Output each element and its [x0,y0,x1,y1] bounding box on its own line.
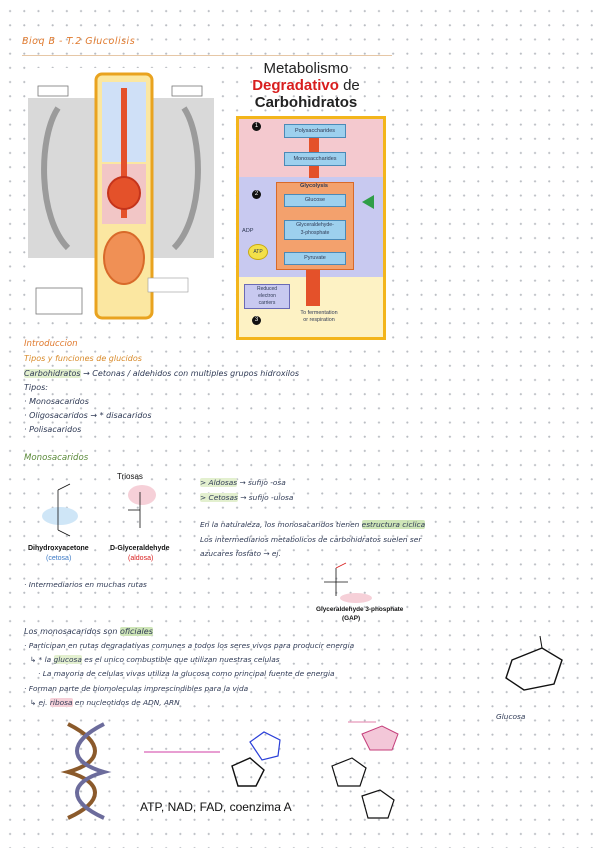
oficiales-line-5: ↳ ej. ribosa en nucleotidos de ADN, ARN [30,698,180,707]
nature-text: En la naturaleza, los monosacaridos tien… [200,520,360,529]
arrow-down-1 [309,138,319,152]
bottom-caption: ATP, NAD, FAD, coenzima A [140,800,292,814]
reduced-line-3: carriers [258,300,276,306]
label-adp: ADP [242,228,254,234]
page-title: Bioq B - T.2 Glucolisis [22,36,136,47]
intermediates-line: Los intermediarios metabolicos de carboh… [200,535,422,544]
fermentation-line-2: or respiration [303,317,335,323]
aldosas-suffix: → sufijo -osa [239,478,286,487]
green-arrow-icon [362,195,374,209]
arrow-down-to-fermentation [306,270,320,306]
header-divider [22,55,392,56]
label-glycolysis: Glycolysis [300,183,328,189]
carbohidratos-term: Carbohidratos [24,369,81,378]
reduced-line-2: electron [258,293,276,299]
cetosas-suffix: → sufijo -ulosa [240,493,294,502]
coenzyme-structure [331,721,399,819]
oligosacaridos-term: · Oligosacaridos [24,411,88,420]
box-monosaccharides: Monosaccharides [284,152,346,166]
oficiales-line-3: · La mayoria de celulas vivas utiliza la… [38,669,335,678]
dhap-note: (cetosa) [46,555,72,562]
oficiales-title-text: Los monosacaridos son [24,627,118,636]
glucose-ring-structure [505,635,563,691]
dhap-name: Dihydroxyacetone [28,545,89,552]
aldosas-line: > Aldosas → sufijo -osa [200,478,286,487]
glucosa-prefix: ↳ * la [30,655,52,664]
intro-line-carbohidratos: Carbohidratos → Cetonas / aldehidos con … [24,368,299,379]
glucosa-label: Glucosa [496,712,526,721]
intermediates-line-2: azucares fosfato → ej. [200,549,281,558]
gald-note: (aldosa) [128,555,154,562]
oligosacaridos-note: → * disacaridos [90,411,152,420]
glucosa-description: es el unico combustible que utilizan nue… [84,655,280,664]
box-pyruvate: Pyruvate [284,252,346,265]
intermediates-many-routes: · Intermediarios en muchas rutas [24,580,147,589]
triose-structures [42,483,156,537]
ribosa-description: en nucleotidos de ADN, ARN [74,698,180,707]
nature-line: En la naturaleza, los monosacaridos tien… [200,520,426,529]
atp-structure [144,731,281,787]
g3p-line-1: Glyceraldehyde- [296,222,334,228]
mono-heading: Monosacaridos [24,453,89,463]
gald-name: D-Glyceraldehyde [110,545,170,552]
triosas-title: Triosas [117,472,143,481]
cetosas-line: > Cetosas → sufijo -ulosa [200,493,293,502]
box-polysaccharides: Polysaccharides [284,124,346,138]
intro-heading: Introduccion [24,339,78,349]
intro-item-polisacaridos: · Polisacaridos [24,425,82,434]
atp-circle: ATP [248,244,268,260]
reduced-line-1: Reduced [256,286,277,292]
title-line-3: Carbohidratos [254,94,358,111]
stage-number-3: 3 [252,316,261,325]
oficiales-line-1: · Participan en rutas degradativas comun… [24,641,355,650]
box-glucose: Glucose [284,194,346,207]
carbohydrate-metabolism-panel: Metabolismo Degradativo de Carbohidratos… [226,60,386,340]
stage-number-2: 2 [252,190,261,199]
metabolism-title: Metabolismo Degradativo de Carbohidratos [226,60,386,111]
oficiales-line-4: · Forman parte de biomoleculas imprescin… [24,684,249,693]
fermentation-line-1: To fermentation [300,310,338,316]
box-glyceraldehyde-3-phosphate: Glyceraldehyde- 3-phosphate [284,220,346,240]
title-line-1: Metabolismo [263,60,349,77]
g3p-line-2: 3-phosphate [300,230,330,236]
box-reduced-electron-carriers: Reduced electron carriers [244,284,290,309]
ribosa-term: ribosa [49,698,73,707]
carbohidratos-definition: → Cetonas / aldehidos con multiples grup… [83,369,300,378]
oficiales-title: Los monosacaridos son oficiales [24,626,153,637]
oficiales-line-2: ↳ * la glucosa es el unico combustible q… [30,655,280,664]
gap-name-line-2: (GAP) [342,615,361,622]
intro-item-monosacaridos: · Monosacaridos [24,397,89,406]
glucosa-term: glucosa [53,655,82,664]
ribosa-prefix: ↳ ej. [30,698,48,707]
dna-helix-illustration [60,722,112,820]
intro-item-oligosacaridos: · Oligosacaridos → * disacaridos [24,410,152,421]
label-fermentation: To fermentation or respiration [288,310,350,324]
intro-subheading: Tipos y funciones de glucidos [24,354,142,363]
intro-tipos: Tipos: [24,383,48,392]
aldosas-term: > Aldosas [200,478,238,487]
oficiales-term: oficiales [119,627,153,636]
gap-name-line-1: Glyceraldehyde 3-phosphate [316,606,404,613]
cetosas-term: > Cetosas [200,493,238,502]
title-de: de [338,77,360,94]
cyclic-structure-term: estructura ciclica [361,520,426,529]
title-degradativo: Degradativo [252,77,339,94]
arrow-down-2 [309,166,319,178]
stage-number-1: 1 [252,122,261,131]
gap-structure [324,562,372,603]
metabolic-pathway-diagram [28,68,214,320]
